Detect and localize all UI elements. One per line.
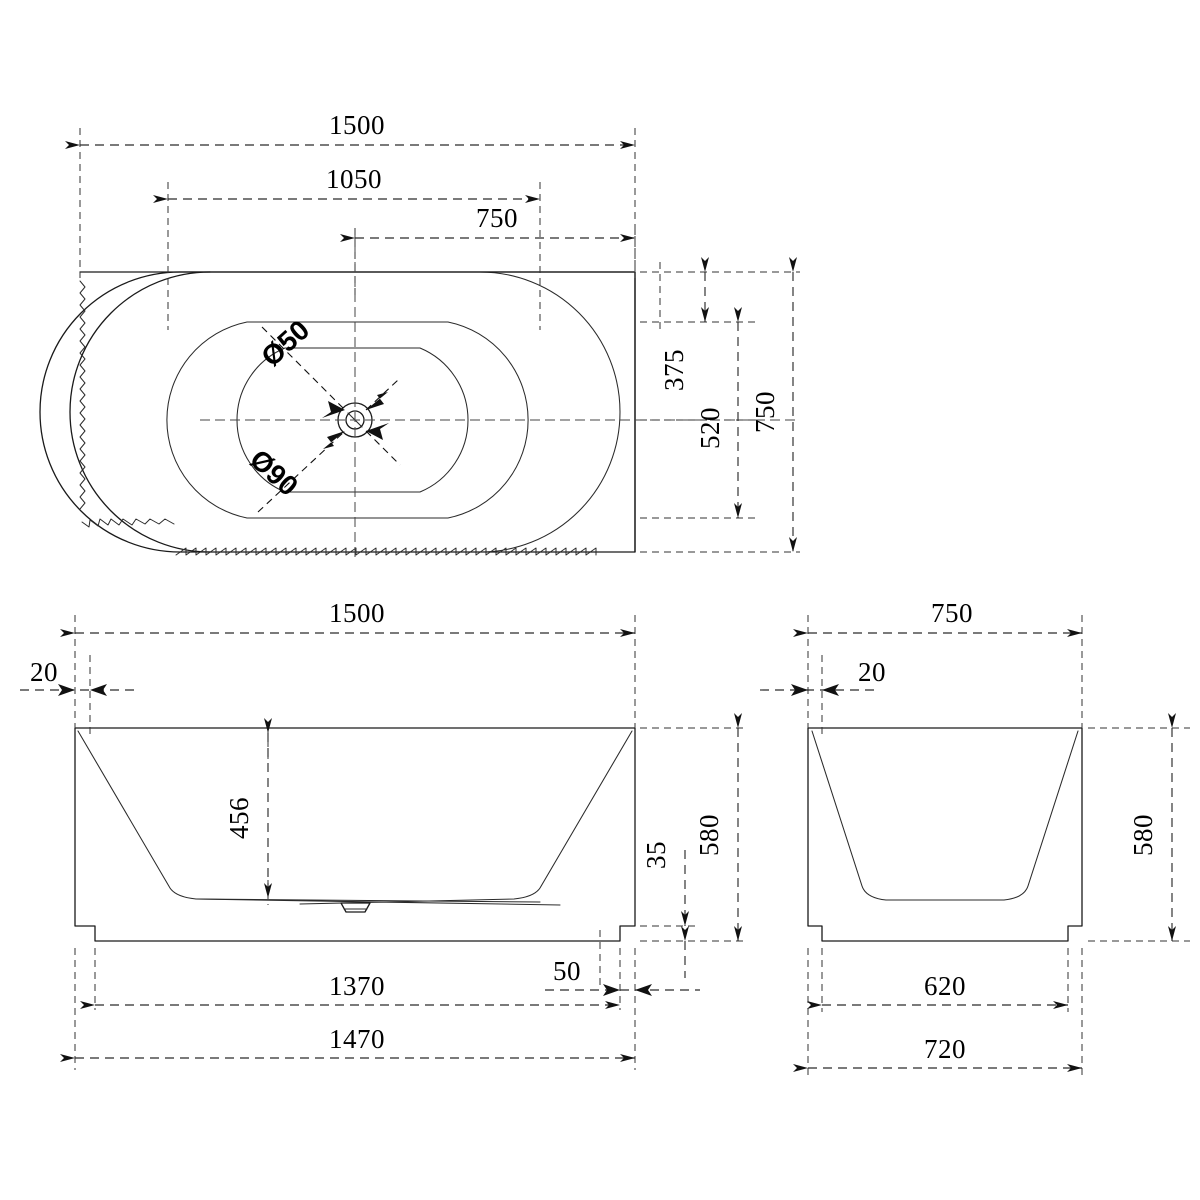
plan-dim-750-text: 750 [476, 203, 518, 233]
plan-dim-1050-text: 1050 [326, 164, 382, 194]
front-dim-50-text: 50 [553, 956, 581, 986]
plan-dim-750-vertical: 750 [750, 257, 797, 552]
front-dim-1370: 1370 [80, 971, 620, 1009]
side-dim-750: 750 [793, 598, 1082, 637]
front-dim-1500-text: 1500 [329, 598, 385, 628]
dia-50-label: Ø50 [255, 314, 315, 372]
plan-dim-375: 375 [659, 257, 709, 391]
front-dim-20: 20 [20, 657, 140, 696]
side-dim-750-text: 750 [931, 598, 973, 628]
plan-dim-1050: 1050 [153, 164, 540, 203]
front-dim-1500: 1500 [60, 598, 635, 637]
side-dim-580-text: 580 [1128, 814, 1158, 856]
side-dim-620-text: 620 [924, 971, 966, 1001]
side-dim-720: 720 [793, 1034, 1082, 1072]
plan-dim-520: 520 [695, 307, 742, 518]
dia-90-label: Ø90 [244, 443, 304, 501]
front-dim-580: 580 [694, 713, 742, 941]
side-elevation-geometry [807, 727, 1083, 942]
plan-dim-1500-text: 1500 [329, 110, 385, 140]
front-dim-580-text: 580 [694, 814, 724, 856]
front-dim-456-text: 456 [224, 797, 254, 839]
front-dim-50: 50 [545, 956, 700, 996]
front-dim-1470-text: 1470 [329, 1024, 385, 1054]
side-dim-720-text: 720 [924, 1034, 966, 1064]
plan-drain-leaders [257, 326, 401, 513]
plan-dim-750-vertical-text: 750 [750, 391, 780, 433]
plan-dim-750: 750 [340, 203, 635, 242]
plan-dim-1500: 1500 [65, 110, 635, 149]
front-dim-456: 456 [224, 718, 272, 898]
front-dim-1370-text: 1370 [329, 971, 385, 1001]
side-dim-20-text: 20 [858, 657, 886, 687]
front-elevation-geometry [74, 727, 636, 942]
plan-dim-520-text: 520 [695, 407, 725, 449]
front-drain-outlet [340, 902, 371, 913]
plan-view-geometry [39, 232, 800, 560]
front-dim-35: 35 [641, 841, 689, 978]
side-dim-20: 20 [760, 657, 886, 696]
side-dim-580: 580 [1128, 713, 1176, 941]
plan-dim-375-text: 375 [659, 349, 689, 391]
side-dim-620: 620 [807, 971, 1068, 1009]
front-dim-20-text: 20 [30, 657, 58, 687]
front-dim-1470: 1470 [60, 1024, 635, 1062]
front-dim-35-text: 35 [641, 841, 671, 869]
plan-dimension-extension-lines [79, 128, 800, 553]
